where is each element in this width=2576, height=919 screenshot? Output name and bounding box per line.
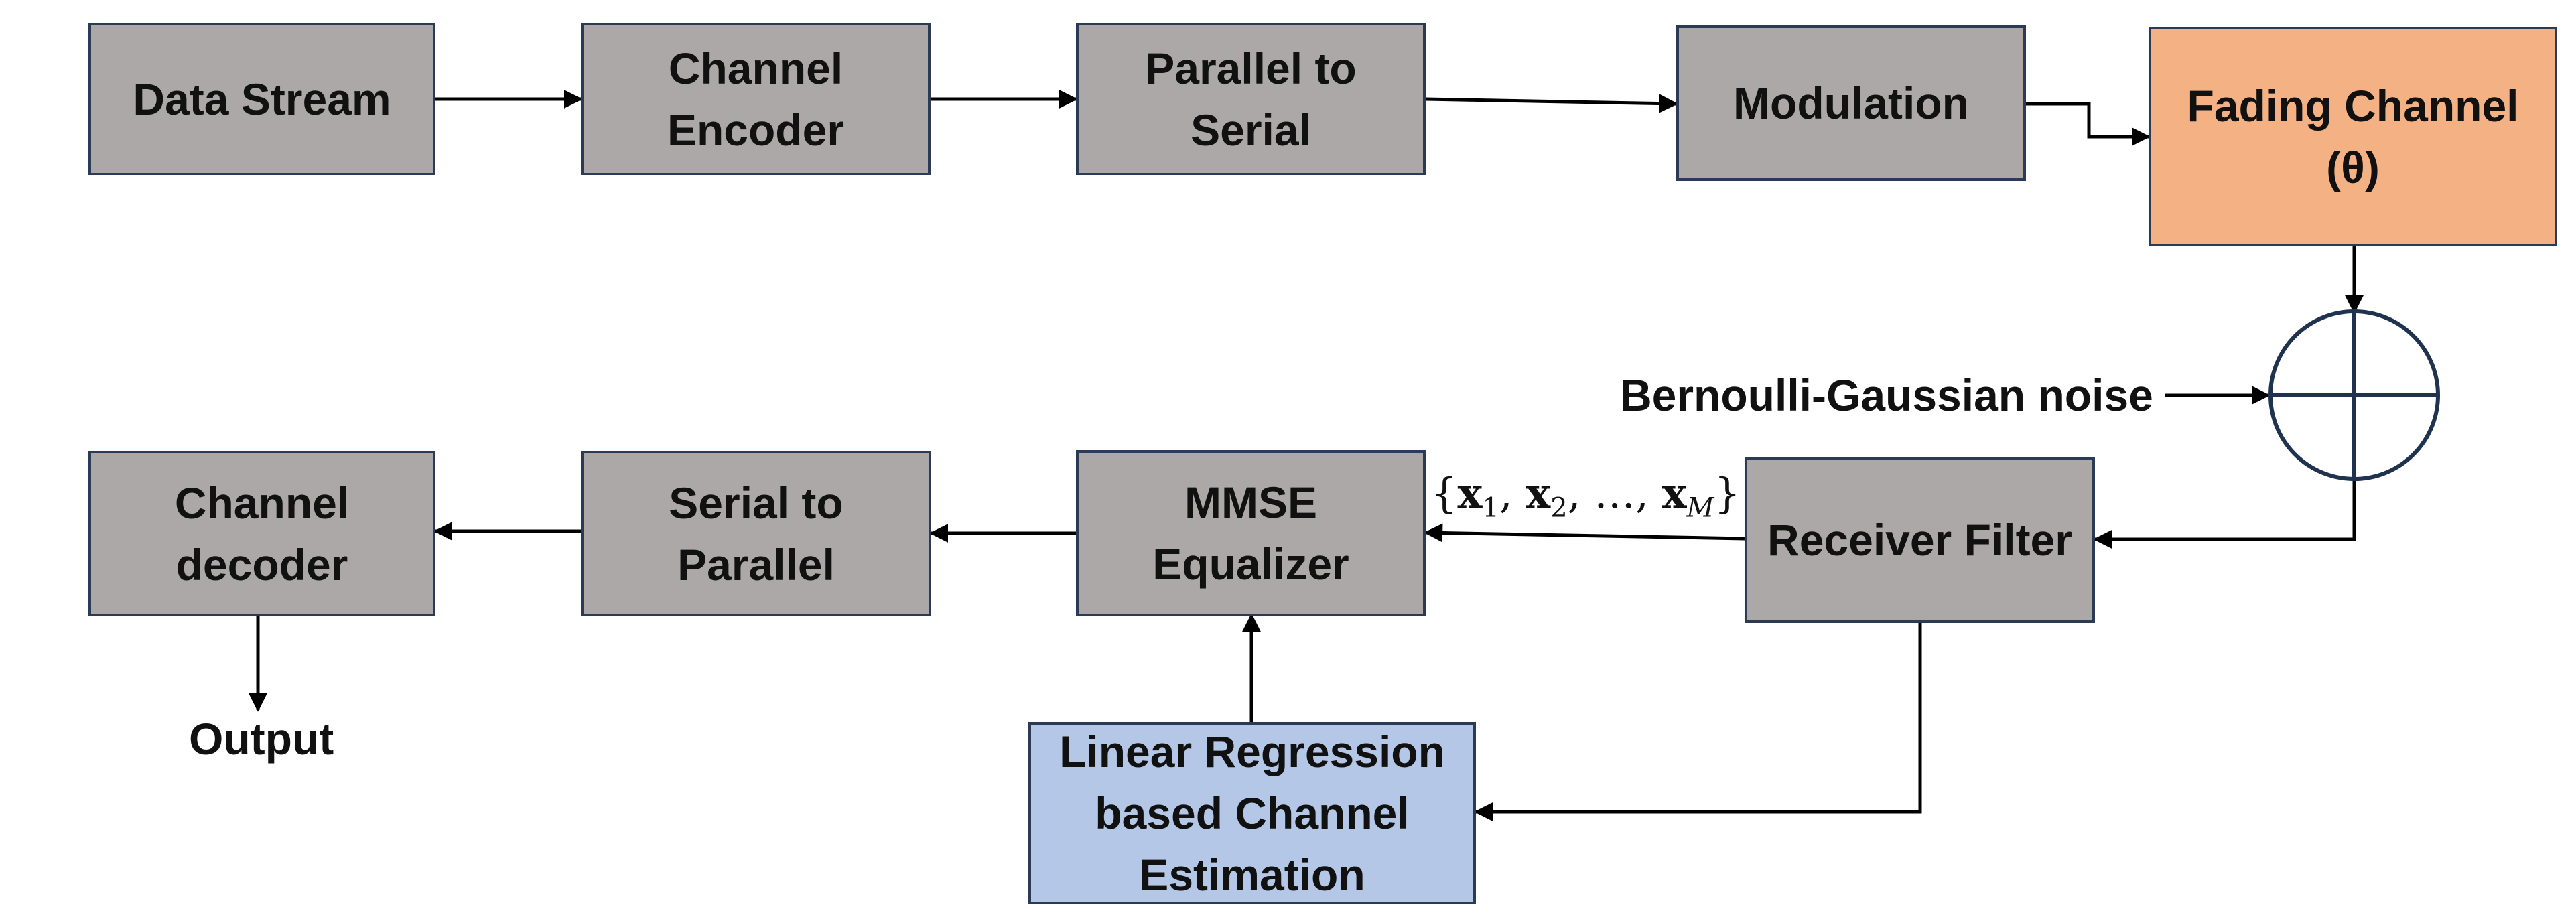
noise-label: Bernoulli-Gaussian noise <box>1620 370 2153 420</box>
sample-x1-subscript: 1 <box>1482 492 1499 524</box>
arrow-adder-to-receiver <box>2093 479 2356 549</box>
linear-regression-estimation-block: Linear Regression based Channel Estimati… <box>1028 722 1476 904</box>
modulation-block: Modulation <box>1676 25 2026 181</box>
open-brace: { <box>1431 469 1458 518</box>
arrow-p2s-to-modulation <box>1425 94 1678 113</box>
channel-encoder-block: Channel Encoder <box>581 23 931 175</box>
output-label: Output <box>189 714 334 764</box>
sample-x2-subscript: 2 <box>1550 492 1568 524</box>
sample-xM-subscript: M <box>1686 492 1714 524</box>
data-stream-block: Data Stream <box>88 23 435 175</box>
serial-to-parallel-block: Serial to Parallel <box>581 451 931 616</box>
ellipsis: … <box>1594 469 1636 518</box>
receiver-filter-block: Receiver Filter <box>1745 457 2095 623</box>
mmse-equalizer-block: MMSE Equalizer <box>1076 450 1426 616</box>
arrow-modulation-to-fading <box>2026 102 2151 146</box>
received-samples-label: {x1, x2, …, xM} <box>1431 469 1741 524</box>
arrow-receiver-to-estimation <box>1474 623 1922 821</box>
arrow-receiver-to-mmse <box>1424 523 1745 543</box>
close-brace: } <box>1714 469 1741 518</box>
sample-xM: x <box>1662 469 1687 518</box>
summing-junction-icon <box>2268 309 2440 481</box>
parallel-to-serial-block: Parallel to Serial <box>1076 23 1426 175</box>
sample-x1: x <box>1457 469 1483 518</box>
channel-decoder-block: Channel decoder <box>88 451 435 616</box>
sample-x2: x <box>1526 469 1551 518</box>
fading-channel-block: Fading Channel (θ) <box>2149 27 2557 246</box>
